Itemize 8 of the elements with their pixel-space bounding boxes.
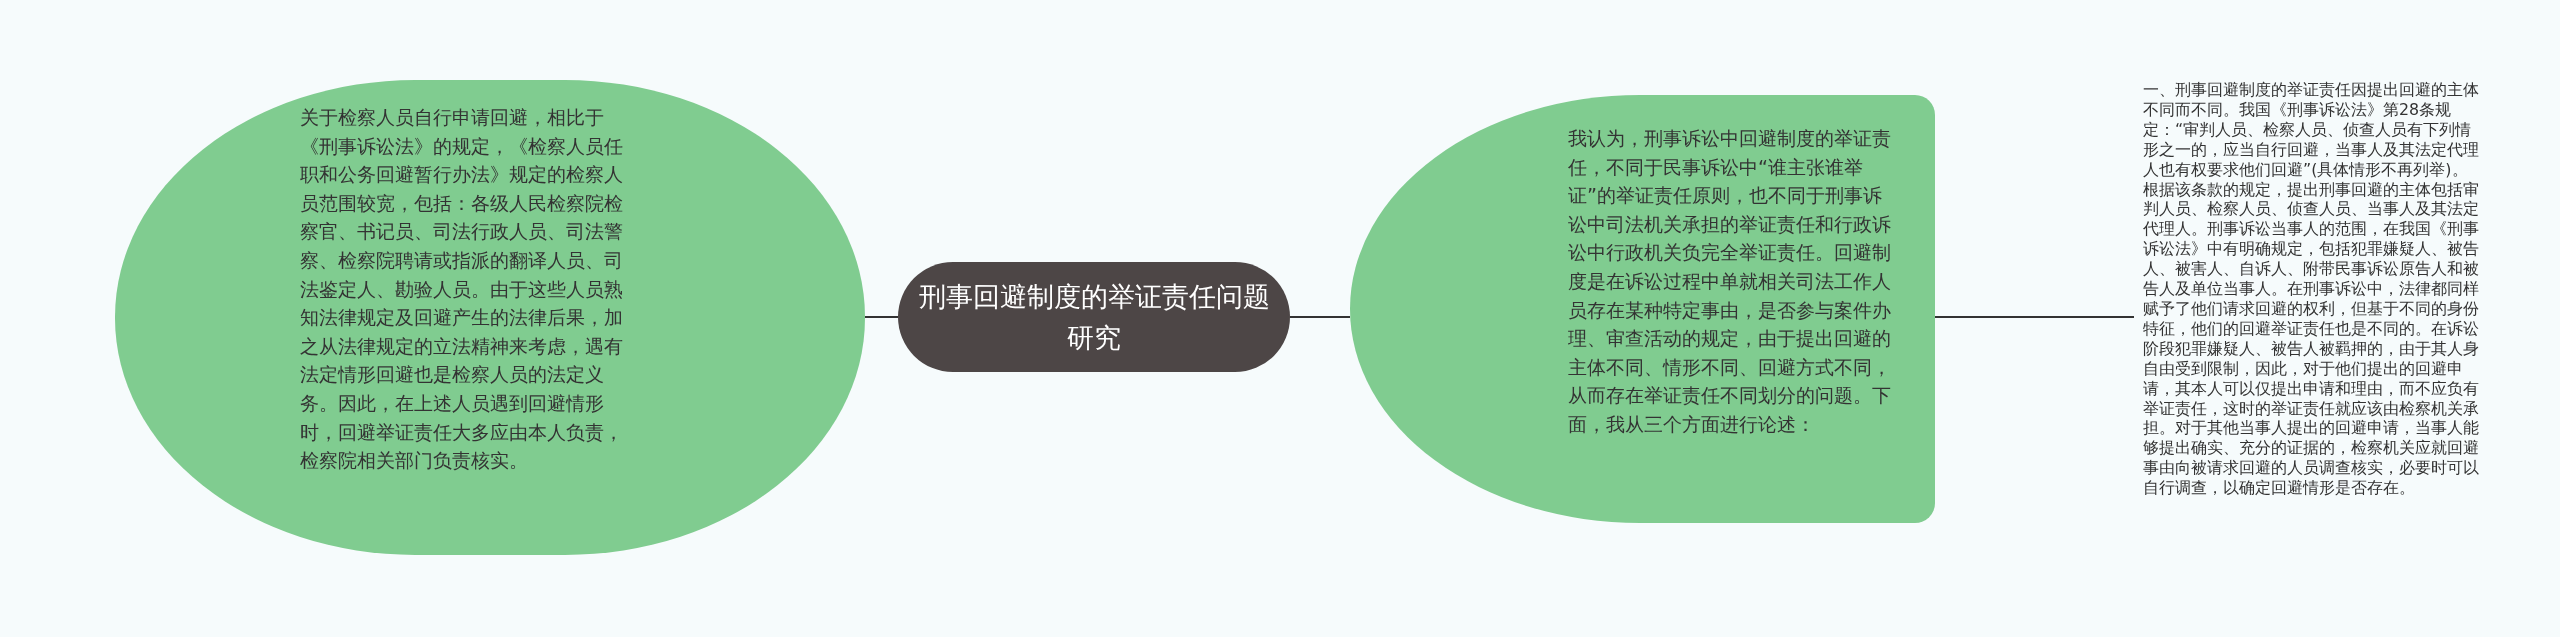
note-text: 一、刑事回避制度的举证责任因提出回避的主体不同而不同。我国《刑事诉讼法》第28条规定：“审判人员、检察人员、侦查人员有下列情形之一的，应当自行回避，当事人及其法定代理人也有权要求他们回避”(具体情形不再列举)。根据该条款的规定，提出刑事回避的主体包括审判人员、检察人员、侦查人员、当事人及其法定代理人。刑事诉讼当事人的范围，在我国《刑事诉讼法》中有明确规定，包括犯罪嫌疑人、被告人、被害人、自诉人、附带民事诉讼原告人和被告人及单位当事人。在刑事诉讼中，法律都同样赋予了他们请求回避的权利，但基于不同的身份特征，他们的回避举证责任也是不同的。在诉讼阶段犯罪嫌疑人、被告人被羁押的，由于其人身自由受到限制，因此，对于他们提出的回避申请，其本人可以仅提出申请和理由，而不应负有举证责任，这时的举证责任就应该由检察机关承担。对于其他当事人提出的回避申请，当事人能够提出确实、充分的证据的，检察机关应就回避事由向被请求回避的人员调查核实，必要时可以自行调查，以确定回避情形是否存在。 [2143, 80, 2480, 499]
topic-text: 关于检察人员自行申请回避，相比于《刑事诉讼法》的规定，《检察人员任职和公务回避暂行办法》规定的检察人员范围较宽，包括：各级人民检察院检察官、书记员、司法行政人员、司法警察、检察院聘请或指派的翻译人员、司法鉴定人、勘验人员。由于这些人员熟知法律规定及回避产生的法律后果，加之从法律规定的立法精神来考虑，遇有法定情形回避也是检察人员的法定义务。因此，在上述人员遇到回避情形时，回避举证责任大多应由本人负责，检察院相关部门负责核实。 [300, 105, 624, 475]
topic-text: 我认为，刑事诉讼中回避制度的举证责任，不同于民事诉讼中“谁主张谁举证”的举证责任原则，也不同于刑事诉讼中司法机关承担的举证责任和行政诉讼中行政机关负完全举证责任。回避制度是在诉讼过程中单就相关司法工作人员存在某种特定事由，是否参与案件办理、审查活动的规定，由于提出回避的主体不同、情形不同、回避方式不同，从而存在举证责任不同划分的问题。下面，我从三个方面进行论述： [1568, 126, 1892, 438]
connector-line [1934, 316, 2135, 318]
topic-bubble [1350, 95, 1935, 523]
connector-line [1289, 316, 1351, 318]
connector-line [864, 316, 899, 318]
topic-title: 刑事回避制度的举证责任问题研究 [918, 280, 1270, 355]
